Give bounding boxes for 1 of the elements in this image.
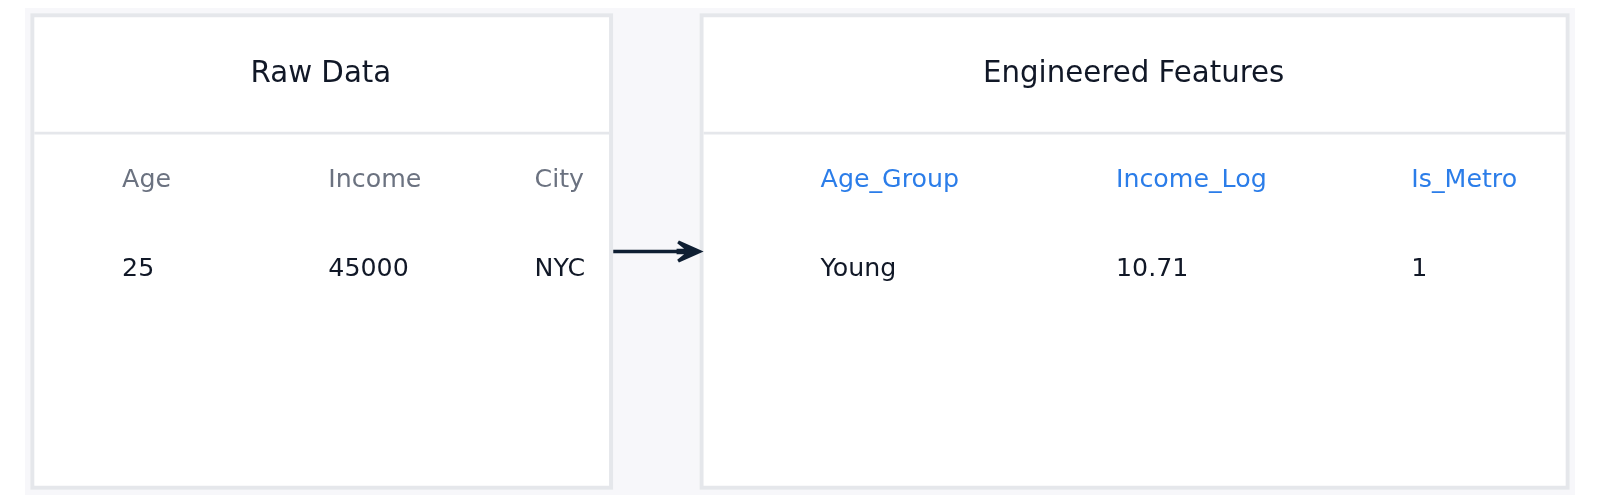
arrow (613, 240, 702, 263)
